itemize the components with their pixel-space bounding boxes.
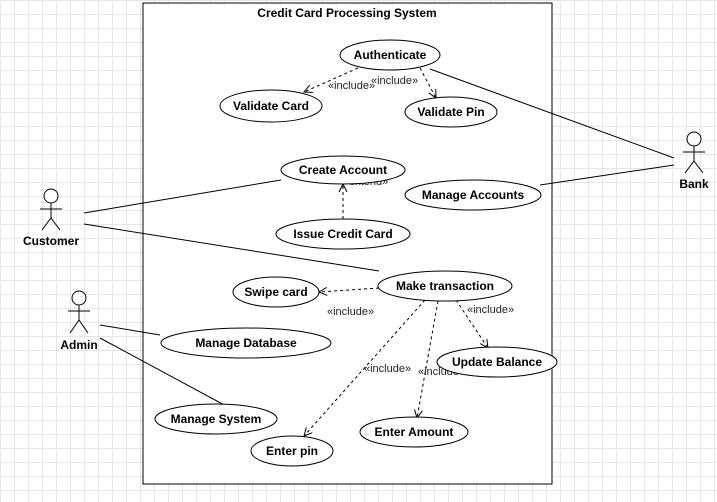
use-case-enter-pin: Enter pin [250, 435, 334, 467]
assoc-admin-manage-database [99, 324, 161, 336]
assoc-customer-make-transaction [83, 223, 380, 272]
dependencies [304, 67, 488, 436]
include-transaction-update-balance [455, 299, 488, 348]
assoc-admin-manage-system [99, 337, 229, 408]
use-case-make-transaction: Make transaction [377, 270, 513, 302]
include-label-update-balance: «include» [467, 304, 514, 316]
svg-text:Update Balance: Update Balance [452, 355, 542, 369]
svg-text:Swipe card: Swipe card [244, 285, 307, 299]
svg-text:Make transaction: Make transaction [396, 279, 494, 293]
use-case-manage-database: Manage Database [160, 327, 332, 359]
use-case-enter-amount: Enter Amount [359, 416, 469, 448]
actor-head [686, 131, 702, 147]
use-case-authenticate: Authenticate [339, 39, 441, 71]
associations [83, 68, 675, 408]
svg-text:Enter pin: Enter pin [266, 444, 318, 458]
use-case-create-account: Create Account [280, 155, 406, 185]
include-transaction-swipe-card [319, 288, 380, 292]
use-case-manage-accounts: Manage Accounts [404, 179, 542, 211]
svg-text:Manage System: Manage System [171, 412, 262, 426]
svg-text:Issue Credit Card: Issue Credit Card [293, 227, 392, 241]
include-transaction-enter-pin [304, 299, 426, 436]
actor-head [71, 290, 87, 306]
use-case-update-balance: Update Balance [436, 346, 558, 378]
svg-text:Manage Accounts: Manage Accounts [422, 188, 525, 202]
svg-text:Validate Pin: Validate Pin [417, 105, 484, 119]
include-label-validate-card: «include» [328, 80, 375, 92]
use-case-swipe-card: Swipe card [232, 276, 320, 308]
include-label-swipe-card: «include» [327, 306, 374, 318]
assoc-bank-manage-accounts [539, 164, 675, 186]
assoc-customer-create-account [83, 179, 282, 214]
system-title: Credit Card Processing System [257, 6, 436, 20]
actor-customer-label: Customer [23, 234, 79, 248]
include-authenticate-validate-card [304, 67, 359, 92]
svg-text:Enter Amount: Enter Amount [375, 425, 454, 439]
actor-bank-label: Bank [679, 177, 709, 191]
include-label-validate-pin: «include» [371, 75, 418, 87]
svg-text:Create Account: Create Account [299, 163, 387, 177]
actor-bank [683, 131, 705, 174]
use-case-issue-credit-card: Issue Credit Card [275, 218, 411, 250]
use-case-validate-pin: Validate Pin [404, 96, 498, 128]
svg-text:Manage Database: Manage Database [195, 336, 297, 350]
assoc-bank-authenticate [429, 68, 675, 159]
use-case-manage-system: Manage System [154, 403, 278, 435]
actor-admin [68, 290, 90, 334]
svg-text:Validate Card: Validate Card [233, 99, 309, 113]
use-case-validate-card: Validate Card [219, 89, 323, 123]
actor-customer [40, 188, 62, 231]
actor-head [43, 188, 59, 204]
svg-text:Authenticate: Authenticate [354, 48, 427, 62]
include-transaction-enter-amount [417, 300, 439, 418]
include-label-enter-pin: «include» [364, 363, 411, 375]
actor-admin-label: Admin [60, 338, 97, 352]
